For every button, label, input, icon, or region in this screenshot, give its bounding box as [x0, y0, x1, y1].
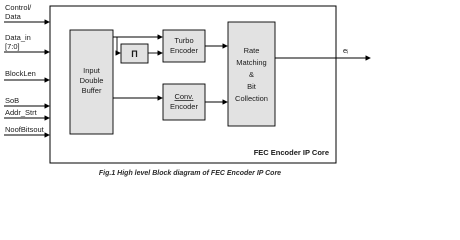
- conv-encoder-block: [162, 83, 206, 121]
- core-label: FEC Encoder IP Core: [254, 148, 329, 157]
- interleaver-symbol: Π: [131, 49, 138, 59]
- input-label-sob: SoB: [5, 96, 19, 105]
- input-arrows: [4, 19, 50, 138]
- rate-matching-label-line4: Bit: [247, 82, 257, 91]
- interleaver-block: [120, 43, 149, 64]
- rate-matching-label-line3: &: [249, 70, 254, 79]
- input-double-buffer-block: [69, 29, 114, 135]
- block-diagram: FEC Encoder IP Core Control/ Data Data_i…: [4, 3, 371, 177]
- rate-matching-label-line5: Collection: [235, 94, 268, 103]
- internal-connections: [113, 34, 228, 105]
- input-label-control-line2: Data: [5, 12, 22, 21]
- input-labels: Control/ Data Data_in [7:0] BlockLen SoB…: [5, 3, 45, 134]
- conv-encoder-label-line2: Encoder: [170, 102, 198, 111]
- input-label-data-in-line1: Data_in: [5, 33, 31, 42]
- conv-encoder-label-line1: Conv.: [174, 92, 193, 101]
- input-double-buffer-label-line1: Input: [83, 66, 101, 75]
- output-label: eᵢ: [343, 46, 348, 55]
- rate-matching-label-line2: Matching: [236, 58, 266, 67]
- turbo-encoder-block: [162, 29, 206, 63]
- input-double-buffer-label-line3: Buffer: [82, 86, 102, 95]
- figure-caption: Fig.1 High level Block diagram of FEC En…: [99, 170, 281, 177]
- turbo-encoder-label-line2: Encoder: [170, 46, 198, 55]
- input-label-blocklen: BlockLen: [5, 69, 36, 78]
- input-label-addr-strt: Addr_Strt: [5, 108, 38, 117]
- input-label-data-in-line2: [7:0]: [5, 42, 20, 51]
- input-label-noofbitsout: NoofBitsout: [5, 125, 45, 134]
- input-label-control-line1: Control/: [5, 3, 32, 12]
- rate-matching-block: [227, 21, 276, 127]
- input-double-buffer-label-line2: Double: [80, 76, 104, 85]
- rate-matching-label-line1: Rate: [244, 46, 260, 55]
- turbo-encoder-label-line1: Turbo: [174, 36, 193, 45]
